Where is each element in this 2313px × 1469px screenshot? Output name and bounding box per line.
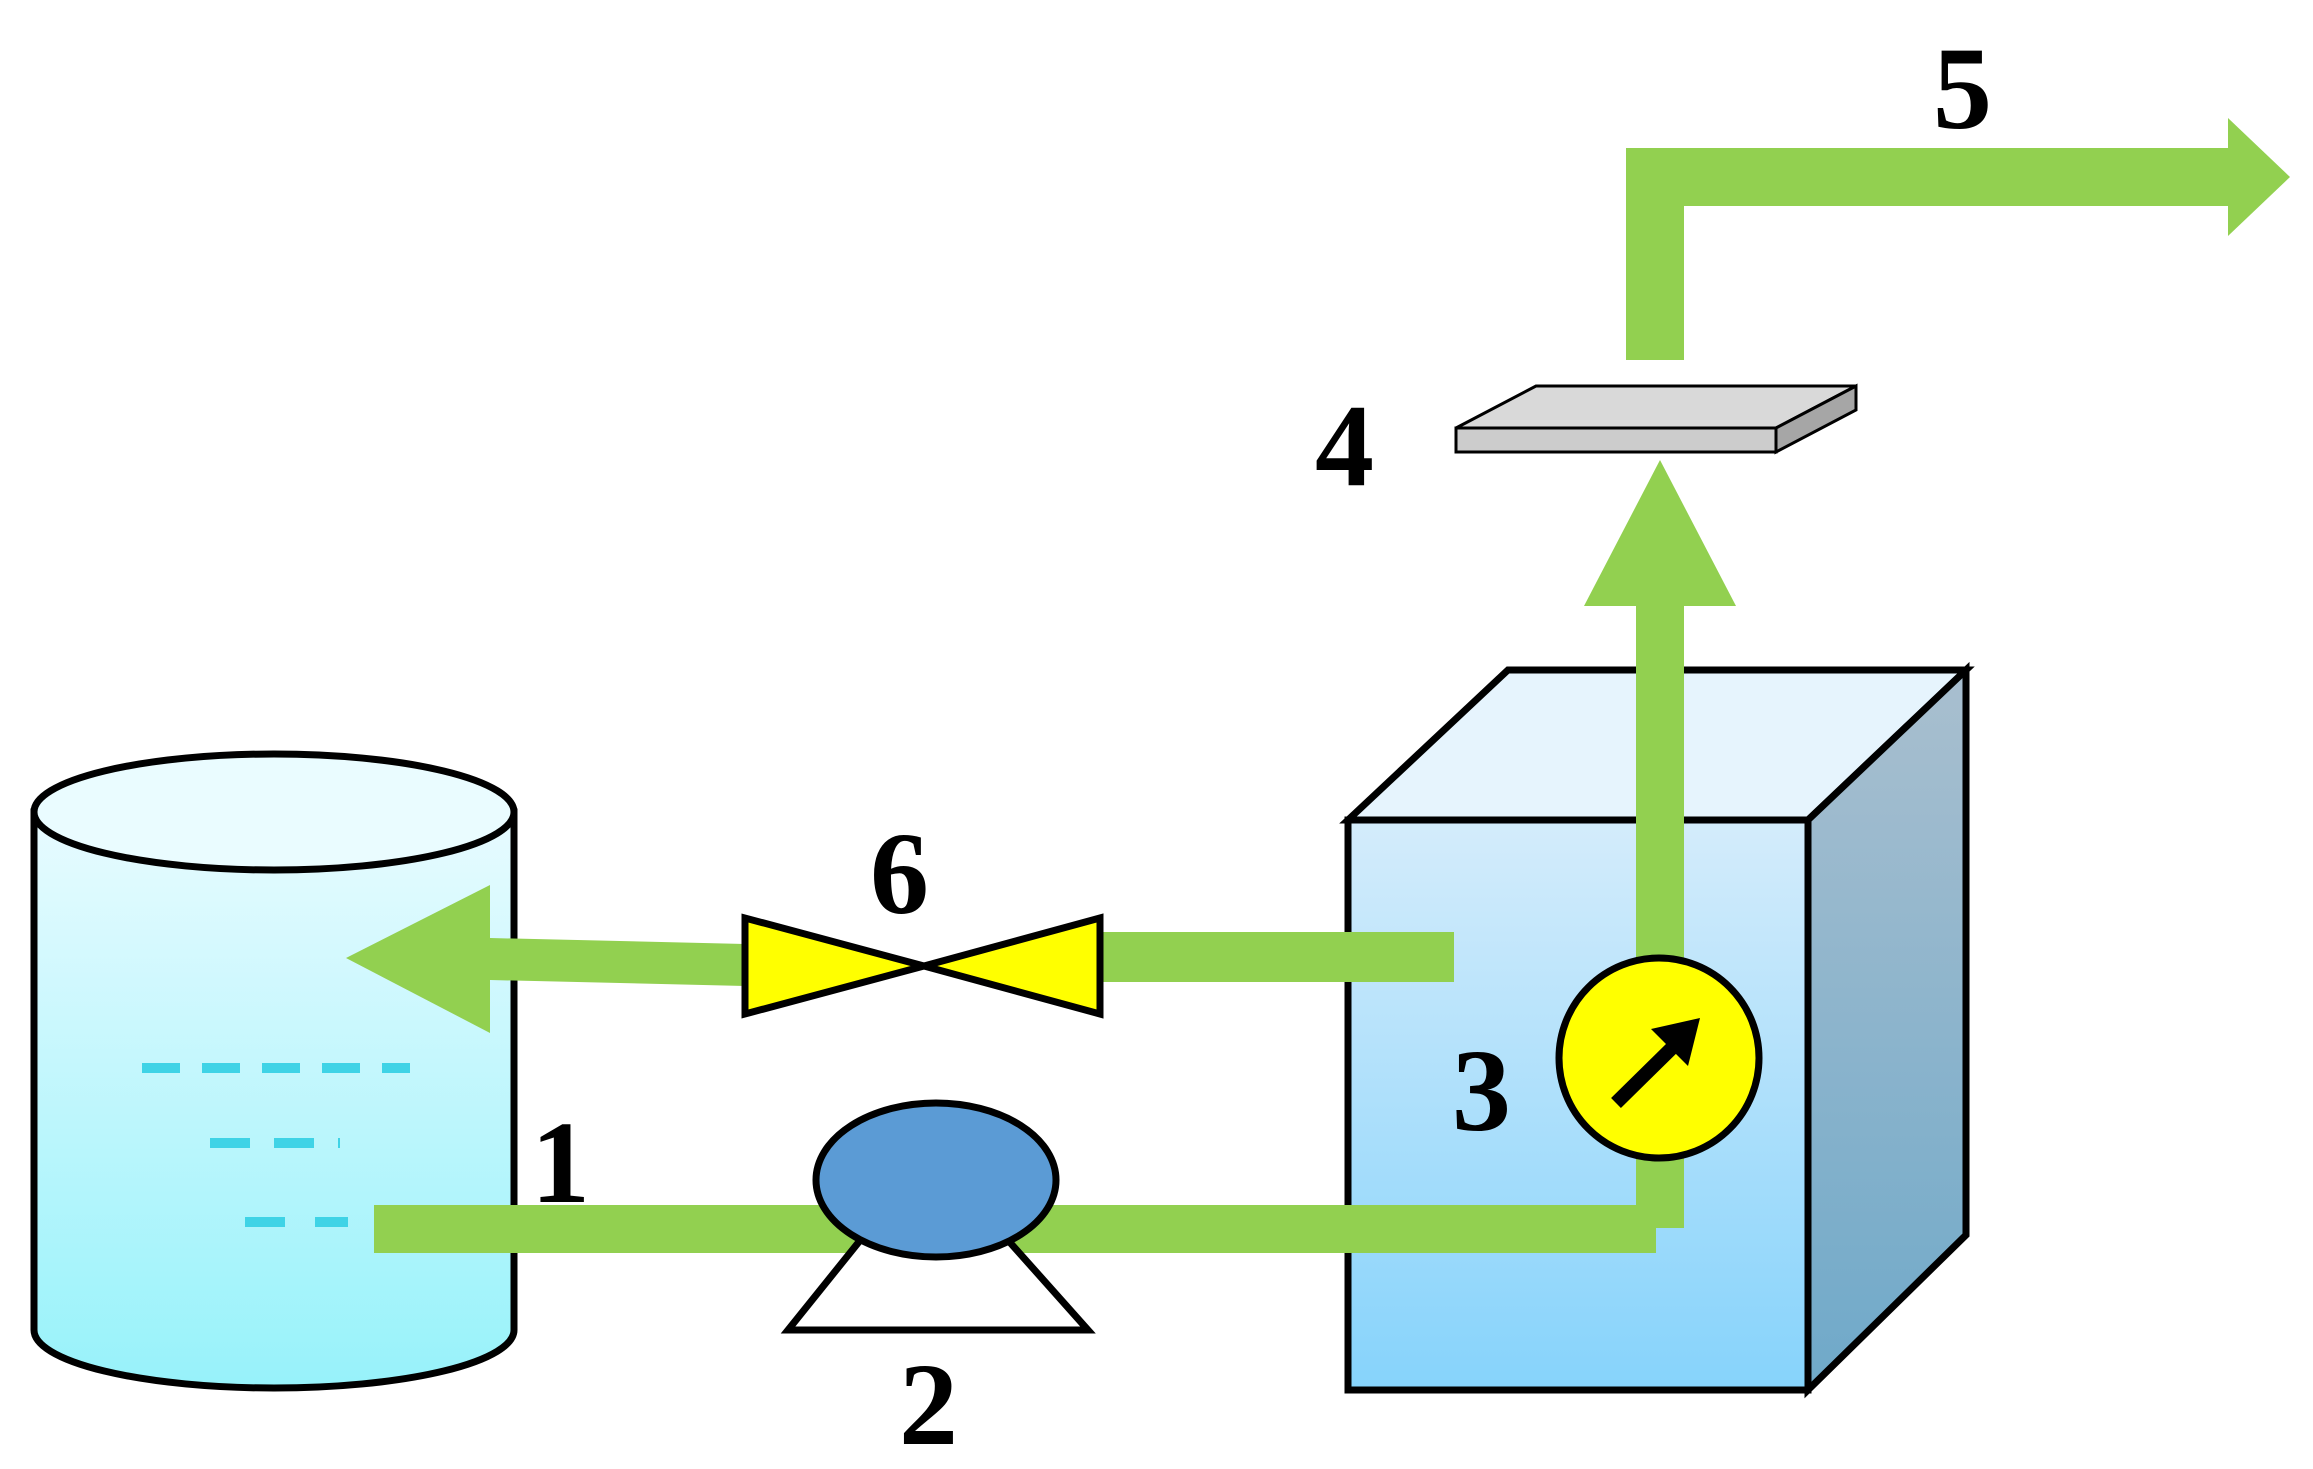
label-valve: 6 bbox=[870, 808, 929, 939]
water-level-marks bbox=[142, 1063, 410, 1227]
label-outlet: 5 bbox=[1933, 23, 1992, 154]
valve-icon bbox=[741, 913, 1104, 1019]
label-pump: 2 bbox=[899, 1339, 958, 1469]
pump-icon bbox=[780, 1099, 1096, 1334]
pipe-return-right bbox=[1090, 932, 1454, 982]
arrow-outlet bbox=[2228, 118, 2290, 236]
pipe-outlet-horizontal bbox=[1626, 148, 2234, 206]
label-gauge: 3 bbox=[1452, 1025, 1511, 1156]
pressure-gauge-icon bbox=[1555, 954, 1763, 1162]
enclosure-box bbox=[1339, 661, 1975, 1399]
arrow-return-to-tank bbox=[346, 885, 490, 1033]
arrow-up-to-filter bbox=[1584, 460, 1736, 606]
pipe-return-left bbox=[490, 938, 745, 986]
label-filter: 4 bbox=[1315, 380, 1374, 511]
pipe-network bbox=[346, 118, 2290, 1253]
filter-plate-icon bbox=[1454, 383, 1858, 455]
label-tank: 1 bbox=[531, 1097, 590, 1228]
